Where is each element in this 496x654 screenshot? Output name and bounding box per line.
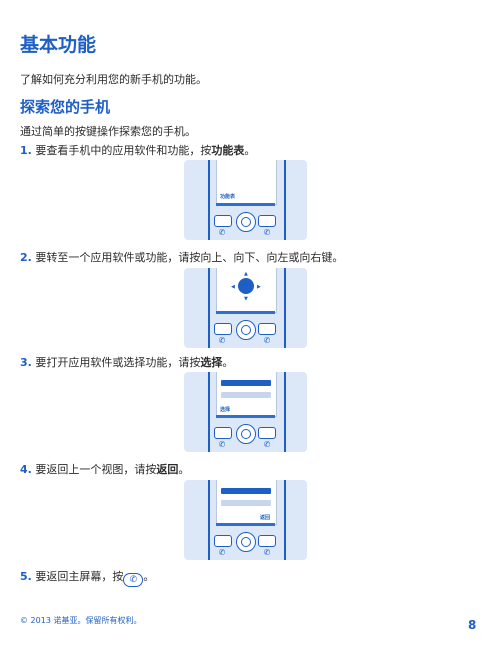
step-4: 4. 要返回上一个视图，请按返回。	[20, 461, 189, 477]
call-key-icon: ✆	[218, 548, 226, 557]
step-key-label: 功能表	[211, 144, 245, 157]
step-number: 3.	[20, 356, 32, 369]
page-title: 基本功能	[20, 34, 97, 56]
section-heading: 探索您的手机	[20, 98, 111, 116]
end-key-icon: ✆	[263, 548, 271, 557]
menu-item	[221, 500, 271, 506]
call-key-icon: ✆	[218, 440, 226, 449]
phone-illustration-select: 选择 ✆ ✆	[184, 372, 307, 452]
phone-screen: 返回	[216, 480, 277, 525]
navi-key	[236, 532, 256, 552]
step-number: 5.	[20, 570, 32, 583]
end-key-icon: ✆	[263, 336, 271, 345]
step-2: 2. 要转至一个应用软件或功能，请按向上、向下、向左或向右键。	[20, 249, 343, 265]
softkey-bar	[216, 415, 275, 418]
step-text: 要返回主屏幕，按	[31, 570, 124, 583]
phone-screen: 功能表	[216, 160, 277, 205]
navi-key	[236, 212, 256, 232]
step-end: 。	[222, 356, 234, 369]
arrow-right-icon: ▶	[257, 284, 261, 290]
page-number: 8	[468, 618, 477, 632]
phone-illustration-scroll: ◀ ▶ ▲ ▼ ✆ ✆	[184, 268, 307, 348]
keypad: ✆ ✆	[212, 320, 278, 346]
softkey-label: 返回	[260, 515, 271, 521]
left-softkey	[214, 535, 232, 547]
phone-bezel	[208, 160, 286, 240]
softkey-bar	[216, 203, 275, 206]
right-softkey	[258, 323, 276, 335]
step-text: 要返回上一个视图，请按	[31, 463, 157, 476]
step-number: 4.	[20, 463, 32, 476]
end-key-icon: ✆	[123, 573, 144, 587]
phone-illustration-menu: 功能表 ✆ ✆	[184, 160, 307, 240]
keypad: ✆ ✆	[212, 424, 278, 450]
step-3: 3. 要打开应用软件或选择功能，请按选择。	[20, 354, 233, 370]
softkey-label: 选择	[220, 407, 231, 413]
arrow-left-icon: ◀	[231, 284, 235, 290]
right-softkey	[258, 427, 276, 439]
step-number: 2.	[20, 251, 32, 264]
phone-screen: 选择	[216, 372, 277, 417]
menu-item	[221, 392, 271, 398]
navi-key	[236, 320, 256, 340]
arrow-down-icon: ▼	[244, 296, 248, 302]
step-end: 。	[178, 463, 190, 476]
step-end: 。	[143, 570, 155, 583]
phone-bezel	[208, 372, 286, 452]
softkey-bar	[216, 523, 275, 526]
call-key-icon: ✆	[218, 336, 226, 345]
step-1: 1. 要查看手机中的应用软件和功能，按功能表。	[20, 142, 255, 158]
step-end: 。	[244, 144, 256, 157]
call-key-icon: ✆	[218, 228, 226, 237]
right-softkey	[258, 535, 276, 547]
softkey-bar	[216, 311, 275, 314]
phone-screen: ◀ ▶ ▲ ▼	[216, 268, 277, 313]
step-5: 5. 要返回主屏幕，按✆。	[20, 568, 154, 587]
step-number: 1.	[20, 144, 32, 157]
section-subtitle: 通过简单的按键操作探索您的手机。	[20, 125, 196, 138]
phone-bezel	[208, 480, 286, 560]
step-key-label: 选择	[200, 356, 223, 369]
step-text: 要查看手机中的应用软件和功能，按	[31, 144, 212, 157]
end-key-icon: ✆	[263, 440, 271, 449]
navi-highlight-icon	[238, 278, 254, 294]
intro-text: 了解如何充分利用您的新手机的功能。	[20, 73, 207, 86]
keypad: ✆ ✆	[212, 212, 278, 238]
softkey-label: 功能表	[220, 194, 236, 200]
keypad: ✆ ✆	[212, 532, 278, 558]
menu-item-selected	[221, 380, 271, 386]
arrow-up-icon: ▲	[244, 271, 248, 277]
left-softkey	[214, 215, 232, 227]
left-softkey	[214, 427, 232, 439]
right-softkey	[258, 215, 276, 227]
navi-key	[236, 424, 256, 444]
copyright: © 2013 诺基亚。保留所有权利。	[20, 616, 142, 625]
menu-item-selected	[221, 488, 271, 494]
left-softkey	[214, 323, 232, 335]
step-text: 要转至一个应用软件或功能，请按向上、向下、向左或向右键。	[31, 251, 344, 264]
phone-bezel	[208, 268, 286, 348]
end-key-icon: ✆	[263, 228, 271, 237]
step-key-label: 返回	[156, 463, 179, 476]
step-text: 要打开应用软件或选择功能，请按	[31, 356, 201, 369]
phone-illustration-back: 返回 ✆ ✆	[184, 480, 307, 560]
